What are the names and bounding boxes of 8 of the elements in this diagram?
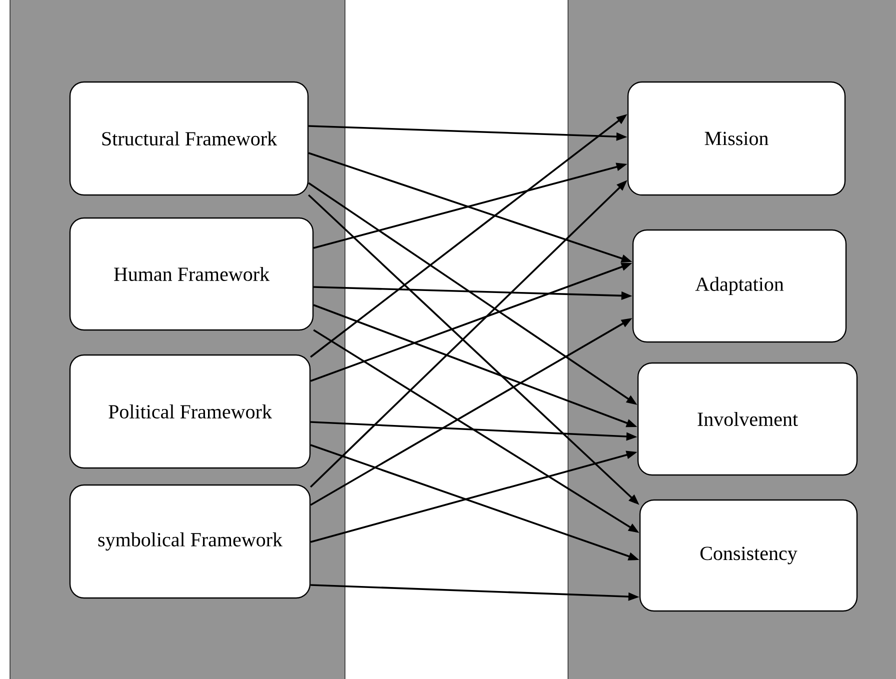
text-box: Mission (627, 81, 846, 196)
text-box: Involvement (637, 362, 858, 476)
text-box: symbolical Framework (69, 484, 311, 599)
text-box: Consistency (639, 499, 858, 612)
text-box: Political Framework (69, 354, 311, 469)
text-box: Human Framework (69, 217, 314, 331)
text-box: Adaptation (632, 229, 847, 343)
text-box: Structural Framework (69, 81, 309, 196)
